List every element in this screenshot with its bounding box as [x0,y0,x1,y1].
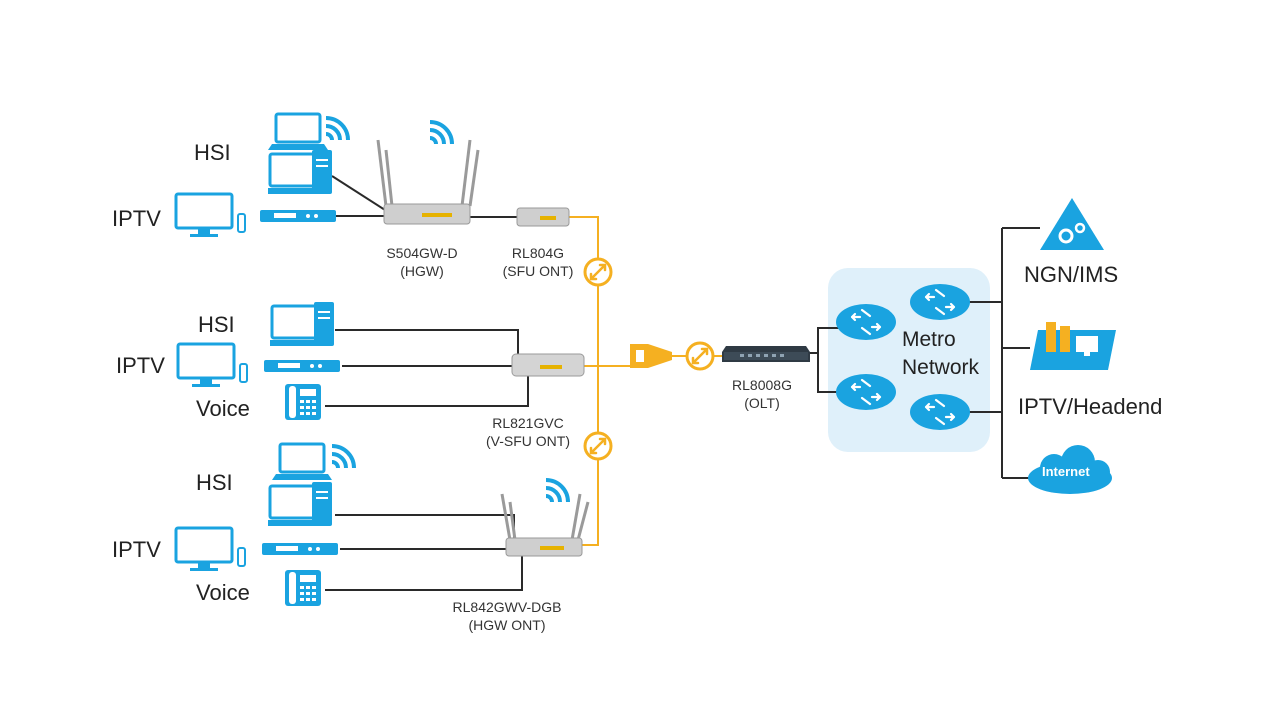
ont-rl821gvc [511,353,585,377]
tv-icon [174,192,247,239]
internet-cloud-icon [1028,445,1112,494]
caption-rl821gvc: RL821GVC(V-SFU ONT) [486,415,570,449]
label-hsi-2: HSI [198,312,235,337]
caption-rl842gwv-dgb: RL842GWV-DGB(HGW ONT) [452,599,562,633]
wifi-icon [428,120,454,146]
desktop-icon [266,480,334,528]
phone-icon [285,384,321,420]
metro-router-icon [908,282,972,322]
set-top-box-icon [260,210,336,222]
laptop-icon [270,442,334,482]
label-iptv-3: IPTV [112,537,161,562]
ont-rl804g [516,207,570,227]
internet-label: Internet [1042,464,1090,479]
router-rl842gwv-dgb [500,493,590,557]
splitter-icon [685,341,715,371]
olt-rl8008g [722,346,810,362]
wifi-icon [544,478,570,504]
fiber-cables [568,216,726,546]
metro-router-icon [908,392,972,432]
label-iptv-1: IPTV [112,206,161,231]
label-hsi-3: HSI [196,470,233,495]
tv-icon [174,526,247,573]
ngn-ims-icon [1040,198,1104,250]
iptv-headend-icon [1030,322,1116,370]
label-voice-2: Voice [196,396,250,421]
tv-icon [176,342,249,389]
wifi-icon [330,444,356,470]
label-hsi-1: HSI [194,140,231,165]
router-s504gw-d [376,139,480,225]
set-top-box-icon [262,543,338,555]
caption-s504gw-d: S504GW-D(HGW) [386,245,458,279]
iptv-headend-label: IPTV/Headend [1018,394,1163,419]
phone-icon [285,570,321,606]
optical-coupler-icon [630,344,672,368]
laptop-icon [266,112,330,152]
metro-router-icon [834,302,898,342]
copper-cables [325,175,1040,591]
set-top-box-icon [264,360,340,372]
caption-rl8008g: RL8008G(OLT) [732,377,792,411]
wifi-icon [324,116,350,142]
desktop-icon [268,300,336,348]
ngn-ims-label: NGN/IMS [1024,262,1119,287]
metro-router-icon [834,372,898,412]
splitter-icon [583,431,613,461]
caption-rl804g: RL804G(SFU ONT) [502,245,574,279]
label-voice-3: Voice [196,580,250,605]
splitter-icon [583,257,613,287]
desktop-icon [266,148,334,196]
label-iptv-2: IPTV [116,353,165,378]
